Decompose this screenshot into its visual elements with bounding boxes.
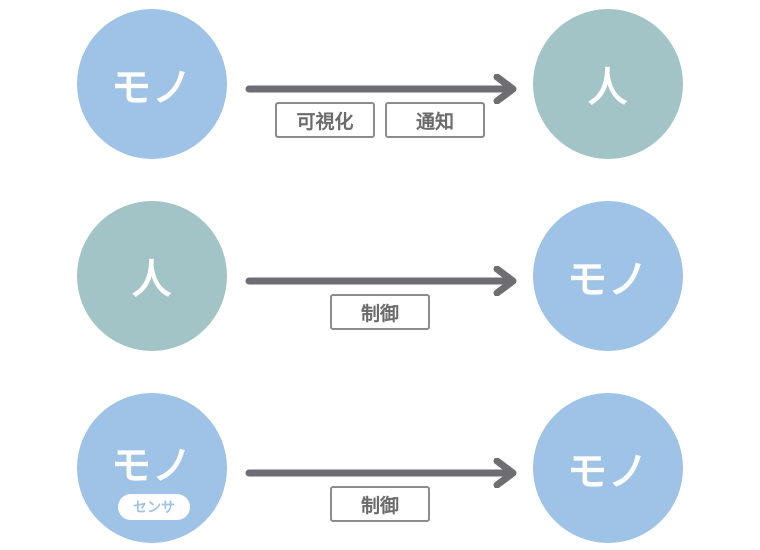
label-control: 制御 — [330, 294, 430, 330]
label-control: 制御 — [330, 486, 430, 522]
sensor-badge: センサ — [118, 494, 190, 520]
label-visualize: 可視化 — [275, 102, 375, 138]
node-label: モノ — [567, 257, 649, 303]
node-label: モノ — [111, 65, 193, 111]
flow-row-2: 人 制御 モノ — [0, 196, 760, 356]
flow-row-3: モノ 制御 モノ — [0, 388, 760, 548]
label-notify: 通知 — [385, 102, 485, 138]
arrow-right-icon — [245, 458, 517, 488]
arrow-right-icon — [245, 74, 517, 104]
flow-row-1: モノ 可視化 通知 人 — [0, 4, 760, 164]
arrow-labels: 制御 — [0, 486, 760, 526]
node-left: 人 — [77, 201, 227, 351]
arrow-labels: 制御 — [0, 294, 760, 334]
node-left: モノ — [77, 9, 227, 159]
node-label: 人 — [131, 257, 173, 303]
node-label: モノ — [111, 443, 193, 489]
node-label: モノ — [567, 449, 649, 495]
node-right: モノ — [533, 393, 683, 543]
node-label: 人 — [587, 65, 629, 111]
arrow-labels: 可視化 通知 — [0, 102, 760, 142]
arrow-right-icon — [245, 266, 517, 296]
node-right: 人 — [533, 9, 683, 159]
node-right: モノ — [533, 201, 683, 351]
